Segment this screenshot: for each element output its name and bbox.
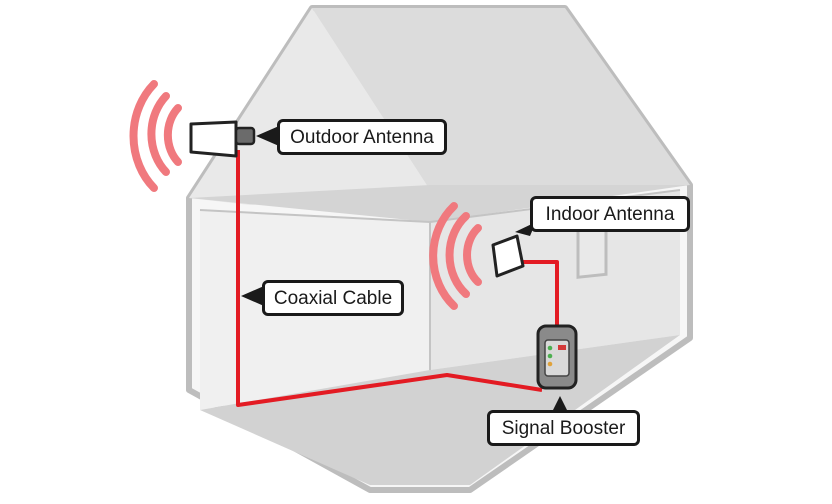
indoor-antenna-label: Indoor Antenna [530, 196, 690, 232]
roof-left-slope [189, 8, 430, 205]
outdoor-antenna-pointer [256, 126, 279, 146]
outdoor-antenna [189, 120, 256, 158]
outdoor-signal-waves [129, 80, 182, 192]
attic-floor [189, 185, 690, 222]
coaxial-cable-label: Coaxial Cable [262, 280, 404, 316]
signal-booster-label: Signal Booster [487, 410, 640, 446]
coaxial-cable [236, 150, 559, 407]
indoor-signal-waves [429, 202, 482, 310]
signal-booster-pointer [552, 396, 568, 412]
indoor-antenna [491, 234, 525, 278]
signal-booster [536, 324, 578, 390]
coaxial-cable-pointer [241, 286, 264, 306]
outdoor-antenna-label: Outdoor Antenna [277, 119, 447, 155]
